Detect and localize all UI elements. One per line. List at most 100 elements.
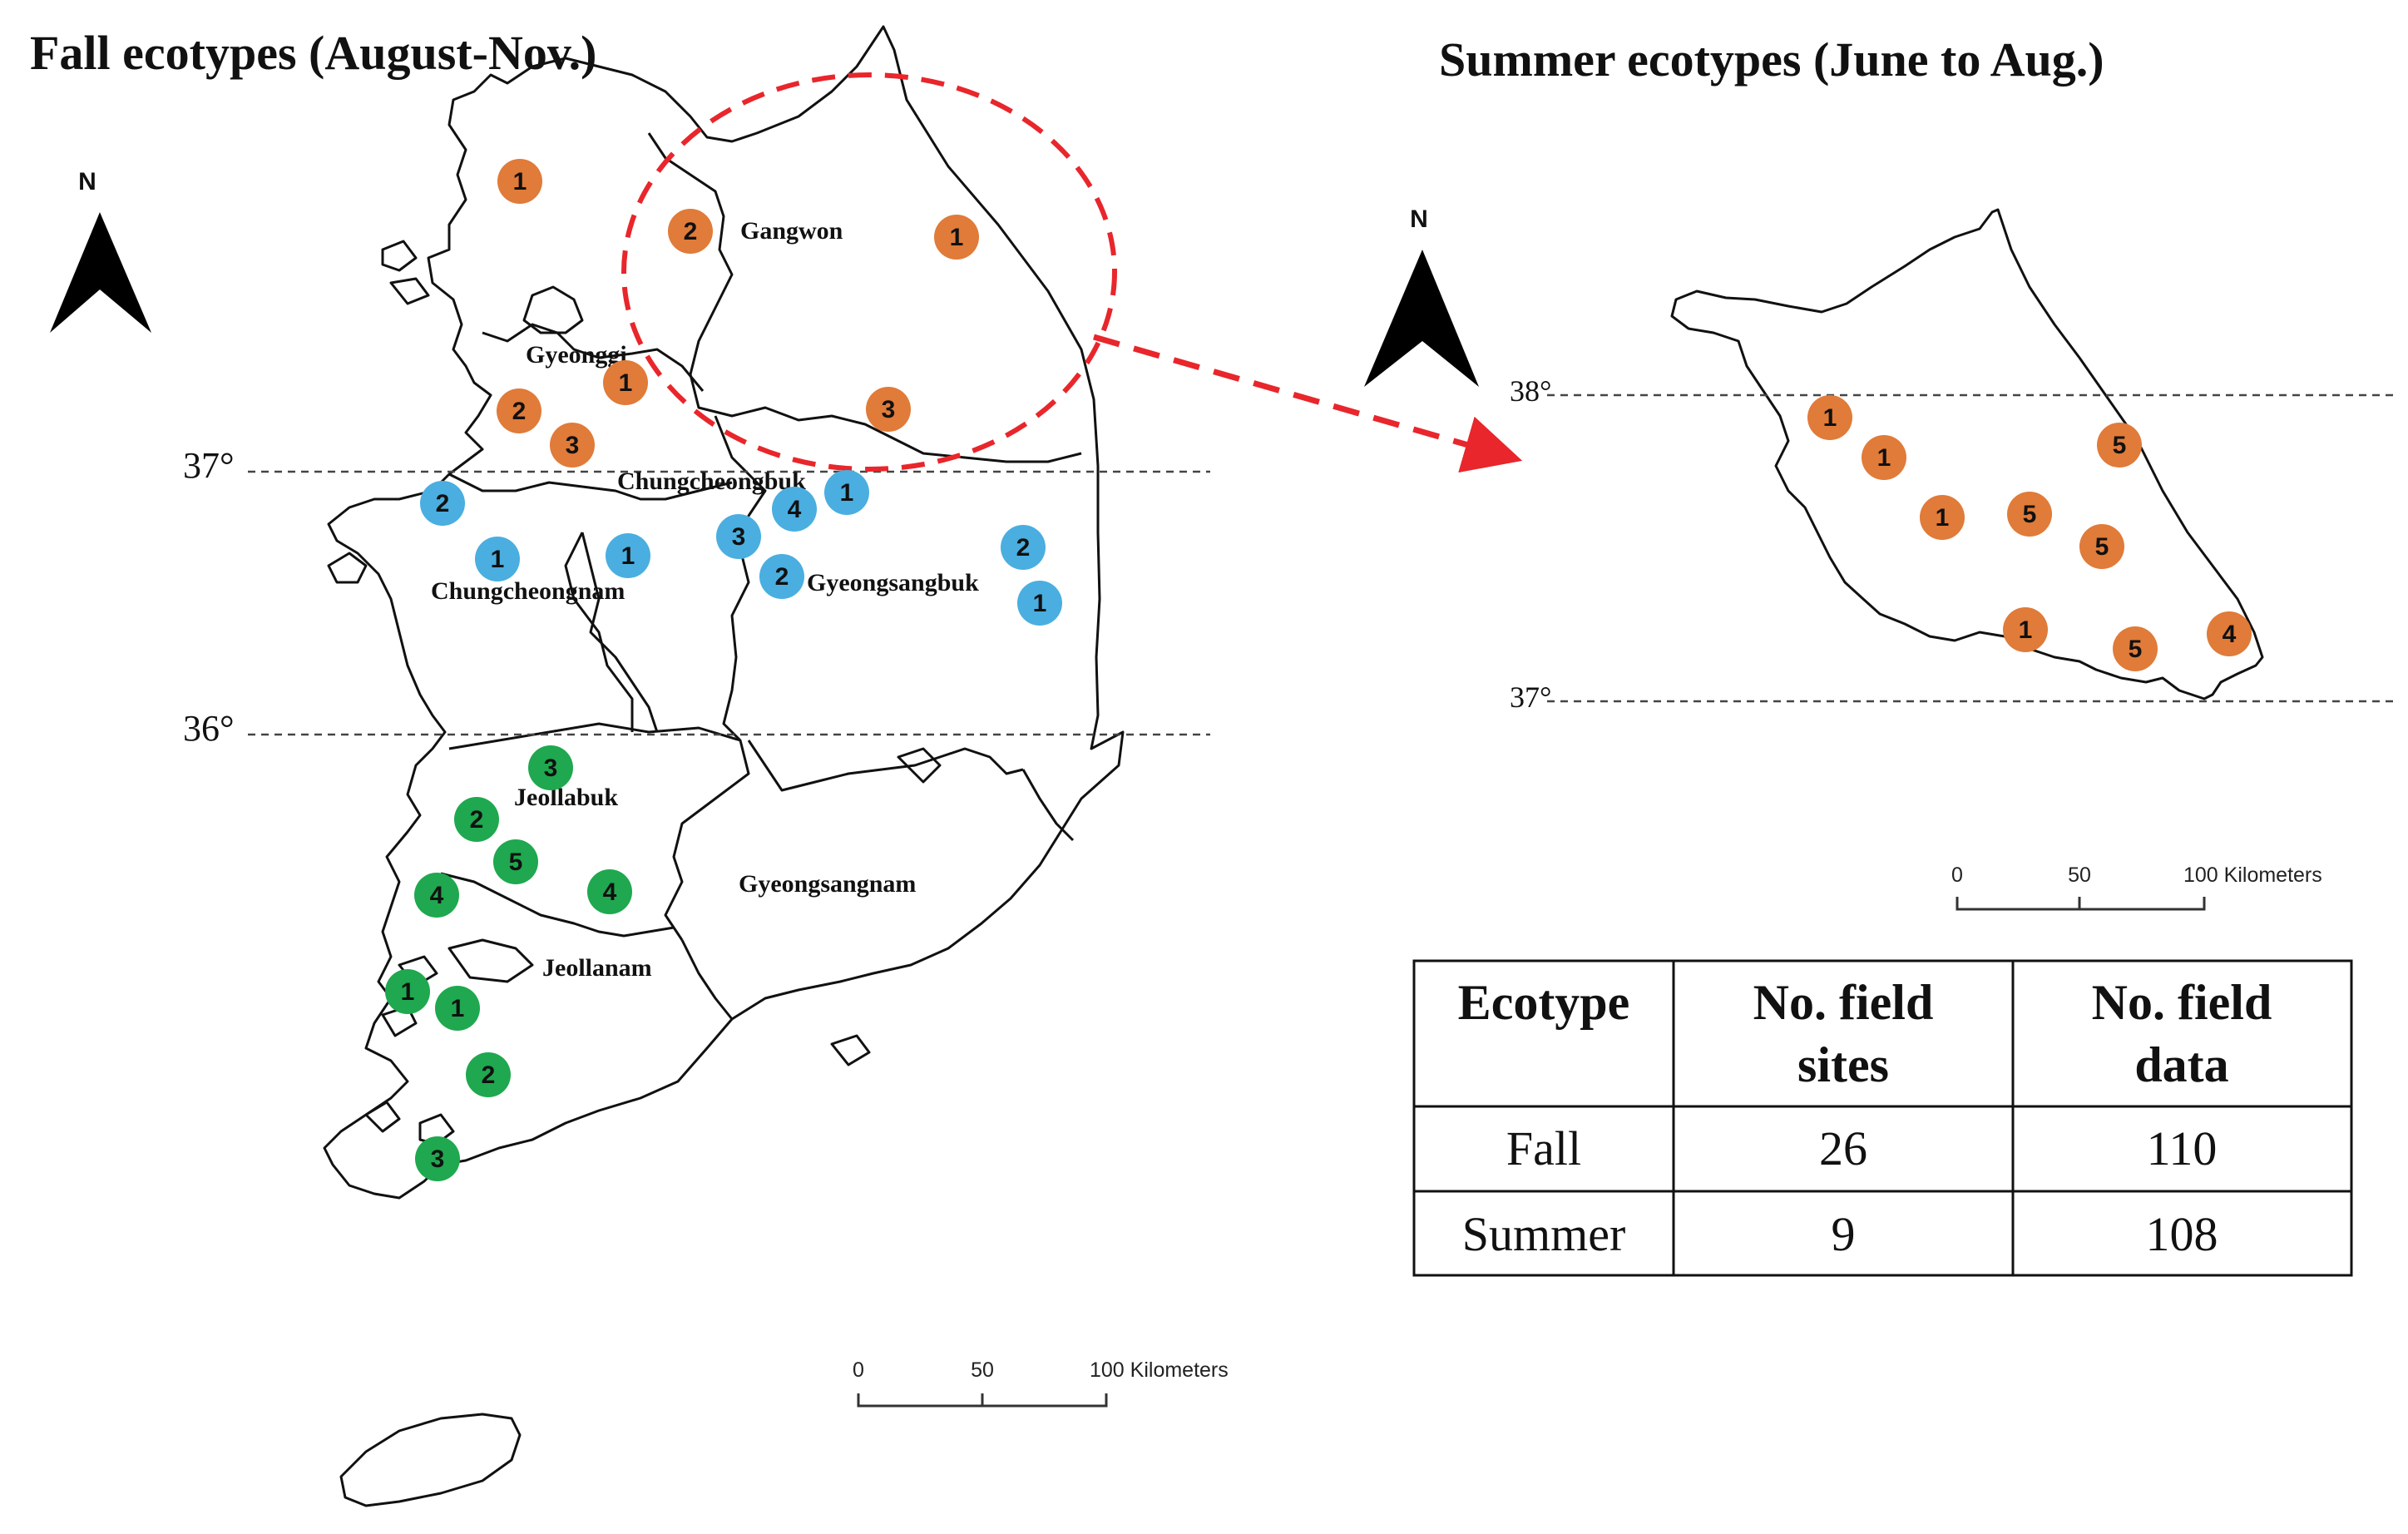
- site-marker-label: 1: [950, 224, 964, 251]
- site-marker-label: 2: [1016, 534, 1031, 562]
- site-marker-dot: [497, 159, 542, 204]
- inset-marker-orange-2: 5: [2097, 423, 2142, 468]
- site-marker-dot: [772, 487, 817, 532]
- site-marker-label: 4: [603, 878, 617, 906]
- site-marker-dot: [606, 533, 650, 578]
- table-cell-summer-ecotype: Summer: [1462, 1207, 1626, 1261]
- main-marker-orange-0: 1: [497, 159, 542, 204]
- scale-bar-inset: 0 50 100 Kilometers: [1951, 863, 2322, 911]
- main-marker-blue-8: 1: [475, 537, 520, 581]
- table-cell-fall-data: 110: [2147, 1121, 2218, 1175]
- region-label-gyeongsangbuk: Gyeongsangbuk: [807, 569, 979, 596]
- site-marker-dot: [475, 537, 520, 581]
- scale-bar-main: 0 50 100 Kilometers: [853, 1358, 1229, 1408]
- site-marker-label: 1: [1877, 444, 1891, 472]
- site-marker-dot: [866, 387, 911, 432]
- site-marker-label: 3: [431, 1146, 445, 1173]
- site-marker-label: 4: [2223, 621, 2237, 648]
- region-label-jeollabuk: Jeollabuk: [514, 784, 618, 811]
- scale-inset-tick-100: 100 Kilometers: [2183, 863, 2322, 887]
- main-marker-orange-6: 3: [866, 387, 911, 432]
- site-marker-dot: [759, 554, 804, 599]
- site-marker-dot: [603, 360, 648, 405]
- main-marker-blue-15: 1: [1017, 581, 1062, 626]
- site-marker-dot: [466, 1052, 511, 1097]
- main-marker-blue-14: 2: [1001, 525, 1046, 570]
- fall-map-title: Fall ecotypes (August-Nov.): [30, 26, 597, 80]
- latitude-label-37: 37°: [183, 445, 235, 486]
- main-marker-green-18: 5: [493, 839, 538, 884]
- north-arrow-main: N: [50, 168, 151, 333]
- site-marker-dot: [493, 839, 538, 884]
- main-marker-blue-9: 1: [606, 533, 650, 578]
- site-marker-label: 1: [840, 479, 854, 507]
- site-marker-dot: [435, 986, 480, 1031]
- main-marker-orange-3: 1: [603, 360, 648, 405]
- gangwon-highlight-ellipse: [621, 72, 1117, 472]
- region-label-gyeonggi: Gyeonggi: [526, 341, 627, 369]
- region-label-gangwon: Gangwon: [740, 217, 843, 245]
- inset-marker-orange-1: 1: [1862, 435, 1906, 480]
- site-marker-dot: [385, 969, 430, 1014]
- site-marker-dot: [1920, 495, 1965, 540]
- ecotype-table: Ecotype No. field sites No. field data F…: [1412, 959, 2353, 1277]
- main-marker-green-16: 3: [528, 745, 573, 790]
- site-marker-dot: [420, 481, 465, 526]
- table-cell-fall-sites: 26: [1819, 1121, 1867, 1175]
- site-marker-label: 1: [2019, 616, 2033, 644]
- site-marker-dot: [2113, 626, 2158, 671]
- inset-marker-orange-3: 1: [1920, 495, 1965, 540]
- inset-marker-orange-0: 1: [1807, 395, 1852, 440]
- site-marker-label: 3: [732, 523, 746, 551]
- region-label-jeollanam: Jeollanam: [542, 954, 652, 982]
- scale-inset-tick-0: 0: [1951, 863, 1963, 887]
- site-marker-dot: [2079, 524, 2124, 569]
- site-marker-label: 5: [2023, 501, 2037, 528]
- scale-main-tick-100: 100 Kilometers: [1090, 1358, 1229, 1382]
- latitude-lines-main: 37° 36°: [183, 445, 1210, 749]
- site-marker-label: 2: [684, 218, 698, 245]
- site-marker-dot: [550, 423, 595, 468]
- region-label-chungcheongbuk: Chungcheongbuk: [617, 468, 806, 495]
- site-marker-dot: [497, 388, 541, 433]
- site-marker-dot: [2007, 492, 2052, 537]
- scale-main-tick-0: 0: [853, 1358, 864, 1382]
- north-label-main: N: [78, 168, 96, 195]
- site-marker-dot: [668, 209, 713, 254]
- north-arrow-inset: N: [1364, 205, 1479, 387]
- table-header-data-line2: data: [2134, 1037, 2228, 1092]
- site-marker-dot: [824, 470, 869, 515]
- inset-marker-orange-7: 5: [2113, 626, 2158, 671]
- site-marker-label: 2: [436, 490, 450, 517]
- inset-latitude-label-38: 38°: [1510, 374, 1551, 408]
- north-label-inset: N: [1410, 205, 1428, 233]
- site-marker-label: 4: [430, 882, 444, 909]
- site-marker-label: 5: [509, 849, 523, 876]
- site-marker-label: 1: [491, 546, 505, 573]
- site-marker-dot: [528, 745, 573, 790]
- site-marker-label: 1: [621, 542, 635, 570]
- site-marker-label: 5: [2095, 533, 2109, 561]
- table-header-data-line1: No. field: [2092, 975, 2272, 1030]
- main-marker-blue-10: 3: [716, 514, 761, 559]
- site-marker-dot: [1862, 435, 1906, 480]
- site-marker-dot: [1001, 525, 1046, 570]
- table-cell-fall-ecotype: Fall: [1506, 1121, 1581, 1175]
- scale-inset-tick-50: 50: [2068, 863, 2091, 887]
- main-marker-green-19: 4: [414, 873, 459, 918]
- site-marker-label: 1: [451, 995, 465, 1022]
- summer-map-title: Summer ecotypes (June to Aug.): [1439, 32, 2104, 87]
- site-marker-label: 2: [775, 563, 789, 591]
- site-marker-label: 5: [2113, 432, 2127, 459]
- main-marker-orange-5: 3: [550, 423, 595, 468]
- main-marker-green-23: 2: [466, 1052, 511, 1097]
- site-marker-label: 1: [401, 978, 415, 1006]
- site-marker-label: 3: [566, 432, 580, 459]
- site-marker-label: 5: [2129, 636, 2143, 663]
- site-marker-label: 2: [482, 1061, 496, 1089]
- gangwon-inset-outline: [1670, 208, 2264, 700]
- inset-latitude-label-37: 37°: [1510, 680, 1551, 714]
- table-cell-summer-sites: 9: [1832, 1207, 1856, 1261]
- korea-outline: [323, 25, 1125, 1507]
